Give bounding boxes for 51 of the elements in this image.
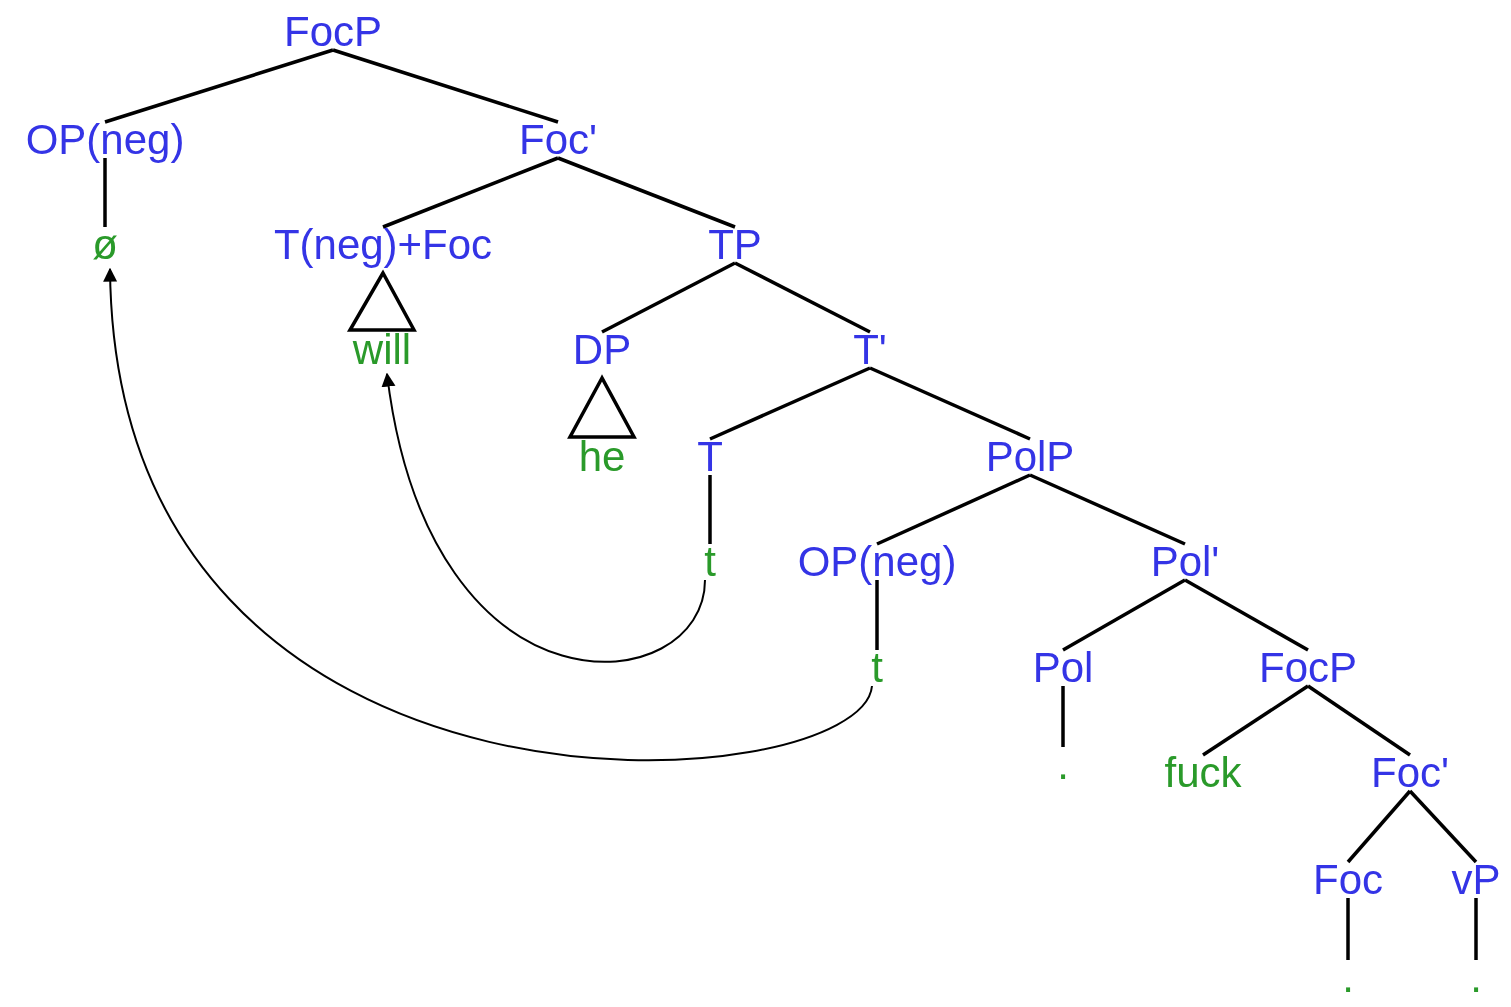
tree-branch — [1184, 578, 1309, 652]
category-label: Foc — [1313, 858, 1383, 902]
category-label: Pol' — [1150, 540, 1220, 584]
tree-branch — [103, 158, 107, 227]
category-label: Pol — [1032, 646, 1094, 690]
tree-branch — [557, 156, 736, 229]
category-label: DP — [572, 328, 632, 372]
leaf-word: he — [578, 435, 626, 479]
category-label: TP — [708, 223, 762, 267]
roof-triangle — [567, 374, 637, 439]
tree-branch — [875, 580, 879, 650]
movement-arrow — [104, 267, 873, 761]
tree-branch — [1474, 898, 1478, 960]
leaf-word: . — [1057, 743, 1069, 787]
tree-branch — [382, 156, 559, 229]
category-label: T — [697, 435, 723, 479]
category-label: FocP — [284, 10, 382, 54]
category-label: vP — [1451, 858, 1501, 902]
leaf-word: t — [704, 540, 716, 584]
tree-branch — [709, 366, 871, 441]
tree-branch — [1307, 684, 1411, 757]
tree-branch — [104, 48, 334, 124]
tree-branch — [1346, 789, 1412, 864]
category-label: T(neg)+Foc — [273, 223, 493, 267]
tree-branch — [601, 261, 736, 334]
tree-branch — [869, 366, 1031, 441]
leaf-word: . — [1342, 956, 1354, 1000]
category-label: T' — [853, 328, 887, 372]
tree-branch — [1408, 789, 1478, 864]
leaf-word: . — [1470, 956, 1482, 1000]
leaf-word: fuck — [1164, 751, 1242, 795]
tree-branch — [332, 48, 559, 124]
category-label: OP(neg) — [797, 540, 957, 584]
leaf-word: ø — [92, 223, 118, 267]
tree-branch — [734, 261, 871, 334]
category-label: Foc' — [519, 118, 597, 162]
roof-triangle — [346, 269, 417, 332]
movement-arrow — [382, 372, 706, 663]
tree-branch — [876, 473, 1031, 546]
tree-branch — [1346, 898, 1350, 960]
leaf-word: t — [871, 646, 883, 690]
tree-branch — [1202, 684, 1309, 757]
leaf-word: will — [352, 328, 412, 372]
category-label: OP(neg) — [25, 118, 185, 162]
category-label: PolP — [985, 435, 1075, 479]
tree-branch — [708, 475, 712, 544]
tree-branch — [1061, 686, 1065, 747]
tree-branch — [1029, 473, 1186, 546]
tree-branch — [1062, 578, 1186, 652]
category-label: Foc' — [1371, 751, 1449, 795]
category-label: FocP — [1259, 646, 1357, 690]
